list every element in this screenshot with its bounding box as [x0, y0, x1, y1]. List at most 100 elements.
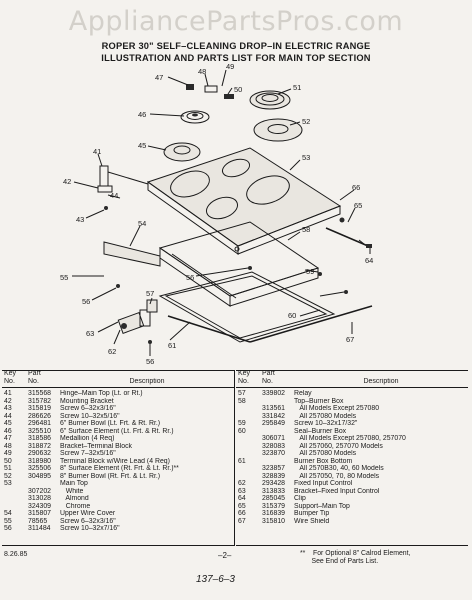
- table-row: 323857 All 2570B30, 40, 60 Models: [236, 465, 468, 473]
- callout-43: 43: [76, 215, 84, 224]
- callout-44: 44: [110, 191, 118, 200]
- part-description: All 257050, 70, 80 Models: [294, 472, 380, 480]
- part-number: 325510: [28, 427, 51, 435]
- table-row: 313561 All Models Except 257080: [236, 405, 468, 413]
- key-number: 54: [4, 510, 12, 517]
- clip: [366, 244, 372, 248]
- callout-46: 46: [138, 110, 146, 119]
- key-column-header: Key No.: [4, 370, 17, 385]
- key-number: [2, 503, 28, 511]
- part-description: Medallion (4 Req): [60, 435, 115, 442]
- part-number: 313028: [28, 495, 51, 502]
- support-main-top: [325, 227, 369, 247]
- part-description: Relay: [294, 390, 312, 397]
- key-number: [236, 413, 262, 421]
- part-column-header: Part No.: [28, 370, 41, 385]
- table-row: 313028 Almond: [2, 495, 234, 503]
- part-number: 328839: [262, 472, 285, 480]
- part-number: 313561: [262, 405, 285, 412]
- relay: [146, 299, 158, 313]
- part-number: [28, 480, 60, 488]
- part-description: Bracket–Fixed Input Control: [294, 487, 380, 495]
- leader-lines: [72, 69, 371, 356]
- upper-wire-cover: [103, 241, 161, 267]
- part-description: Top–Burner Box: [294, 397, 344, 405]
- key-number: 65: [238, 502, 246, 510]
- callout-45: 45: [138, 141, 146, 150]
- key-number: 49: [4, 450, 12, 457]
- key-number: [236, 465, 262, 473]
- part-number: 285045: [262, 495, 285, 502]
- key-number: 56: [4, 525, 12, 532]
- table-row: 328083 All 257060, 257070 Models: [236, 443, 468, 451]
- part-number: 315379: [262, 502, 285, 510]
- table-row: 331842 All 257080 Models: [236, 413, 468, 421]
- part-number: 315568: [28, 390, 51, 397]
- key-number: 66: [238, 510, 246, 517]
- print-date: 8.26.85: [4, 551, 28, 558]
- part-number: 304895: [28, 472, 51, 480]
- part-description: Wire Shield: [294, 517, 330, 525]
- key-number: 53: [4, 480, 12, 487]
- part-number: 318872: [28, 442, 51, 450]
- page-number: –2–: [218, 551, 232, 560]
- callout-50: 50: [234, 85, 242, 94]
- part-description: All Models Except 257080: [294, 405, 380, 412]
- part-number: 339802: [262, 390, 285, 397]
- part-number: 286626: [28, 412, 51, 420]
- part-description: All 257080 Models: [294, 412, 357, 420]
- part-description: 6" Surface Element (Lt. Frt. & Rt. Rr.): [60, 427, 174, 435]
- part-number: 325506: [28, 465, 51, 472]
- part-description: Mounting Bracket: [60, 397, 114, 405]
- key-number: [236, 443, 262, 451]
- key-number: [236, 405, 262, 413]
- callout-56a: 56: [82, 297, 90, 306]
- callout-59: 59: [306, 267, 314, 276]
- key-number: 47: [4, 435, 12, 442]
- hinge: [97, 165, 149, 193]
- part-number: 78565: [28, 517, 48, 525]
- callout-56b: 56: [186, 273, 194, 282]
- callout-56c: 56: [146, 357, 154, 365]
- part-description: 8" Burner Bowl (Rt. Frt. & Lt. Rr.): [60, 472, 161, 480]
- part-description: Almond: [60, 495, 89, 502]
- part-description: Screw 10–32x7/16": [60, 525, 120, 532]
- fixed-input-control: [117, 309, 151, 334]
- part-number: 315810: [262, 517, 285, 525]
- callout-58: 58: [302, 225, 310, 234]
- key-number: 55: [4, 517, 12, 525]
- table-header: Key No. Part No. Description: [2, 370, 234, 388]
- callout-47: 47: [155, 73, 163, 82]
- right-rear-bowl: [253, 118, 303, 142]
- title-line-2: ILLUSTRATION AND PARTS LIST FOR MAIN TOP…: [101, 53, 371, 63]
- key-number: 50: [4, 457, 12, 465]
- part-number: [262, 428, 294, 436]
- part-description: Support–Main Top: [294, 502, 350, 510]
- part-number: 296481: [28, 420, 51, 427]
- key-number: 46: [4, 427, 12, 435]
- part-number: 315782: [28, 397, 51, 405]
- part-number: 293428: [262, 480, 285, 487]
- callout-64: 64: [365, 256, 373, 265]
- key-number: 41: [4, 390, 12, 397]
- part-description: Bracket–Terminal Block: [60, 442, 132, 450]
- part-description: White: [60, 487, 84, 495]
- part-number: [262, 458, 294, 466]
- part-number: 313833: [262, 487, 285, 495]
- callout-53: 53: [302, 153, 310, 162]
- part-description: 6" Burner Bowl (Lt. Frt. & Rt. Rr.): [60, 420, 161, 427]
- key-number: 42: [4, 397, 12, 405]
- key-number: [236, 473, 262, 481]
- callout-60: 60: [288, 311, 296, 320]
- part-description: Screw 7–32x5/16": [60, 450, 116, 457]
- part-description: All 257080 Models: [294, 450, 357, 457]
